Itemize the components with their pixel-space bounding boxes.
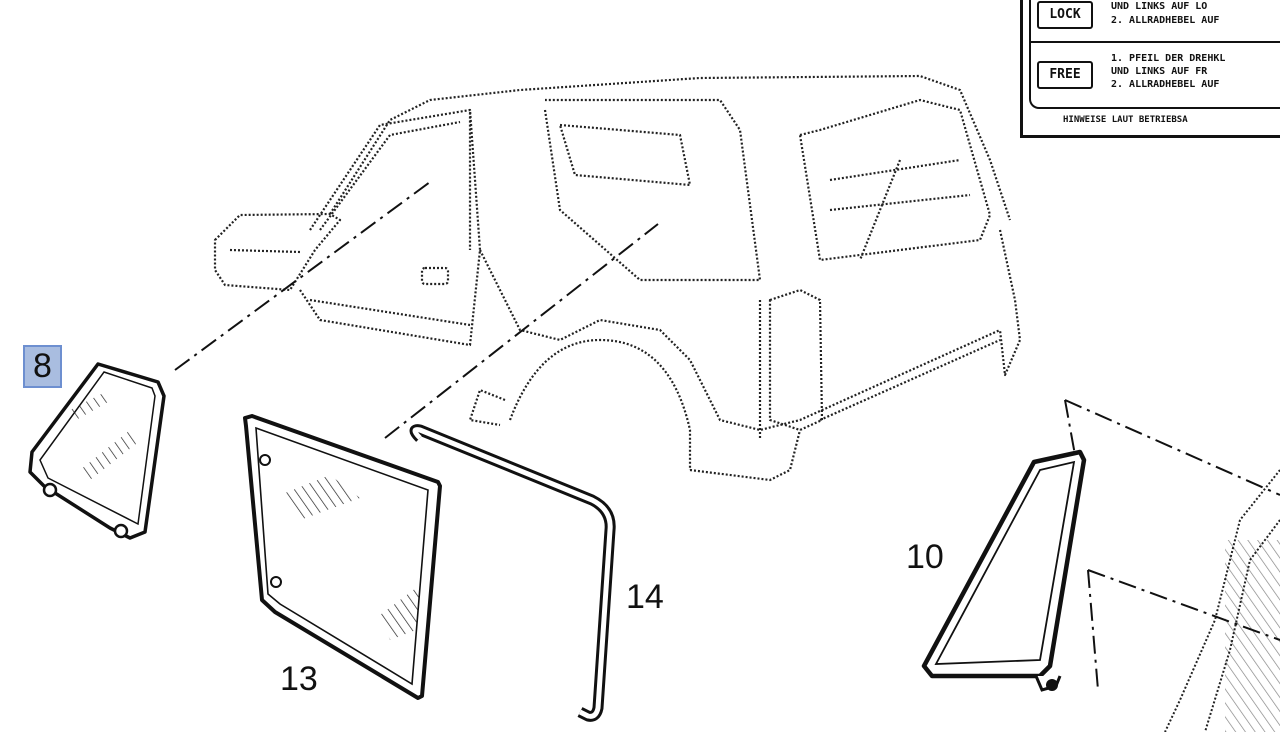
vehicle-body-outline <box>213 74 1022 482</box>
legend-divider <box>1031 41 1280 43</box>
legend-footer-note: HINWEISE LAUT BETRIEBSA <box>1063 115 1188 125</box>
lock-line-2: 2. ALLRADHEBEL AUF <box>1111 15 1220 26</box>
instruction-label-inner-frame <box>1029 0 1280 109</box>
adjacent-door-panel <box>1164 469 1280 732</box>
part-8-quarter-glass[interactable] <box>28 362 166 540</box>
callout-part-14[interactable]: 14 <box>626 578 664 616</box>
lock-line-1: UND LINKS AUF LO <box>1111 1 1208 12</box>
free-badge: FREE <box>1037 61 1093 89</box>
callout-part-10[interactable]: 10 <box>906 538 944 576</box>
free-line-1: 1. PFEIL DER DREHKL <box>1111 53 1226 64</box>
part-13-side-glass[interactable] <box>243 414 442 700</box>
part-14-seal-strip[interactable] <box>409 424 616 722</box>
free-line-2: UND LINKS AUF FR <box>1111 66 1208 77</box>
instruction-label: LOCK UND LINKS AUF LO 2. ALLRADHEBEL AUF… <box>1020 0 1280 138</box>
callout-part-13[interactable]: 13 <box>280 660 318 698</box>
free-line-3: 2. ALLRADHEBEL AUF <box>1111 79 1220 90</box>
lock-badge: LOCK <box>1037 1 1093 29</box>
callout-part-8[interactable]: 8 <box>23 345 62 388</box>
part-10-vent-window[interactable] <box>921 449 1087 692</box>
